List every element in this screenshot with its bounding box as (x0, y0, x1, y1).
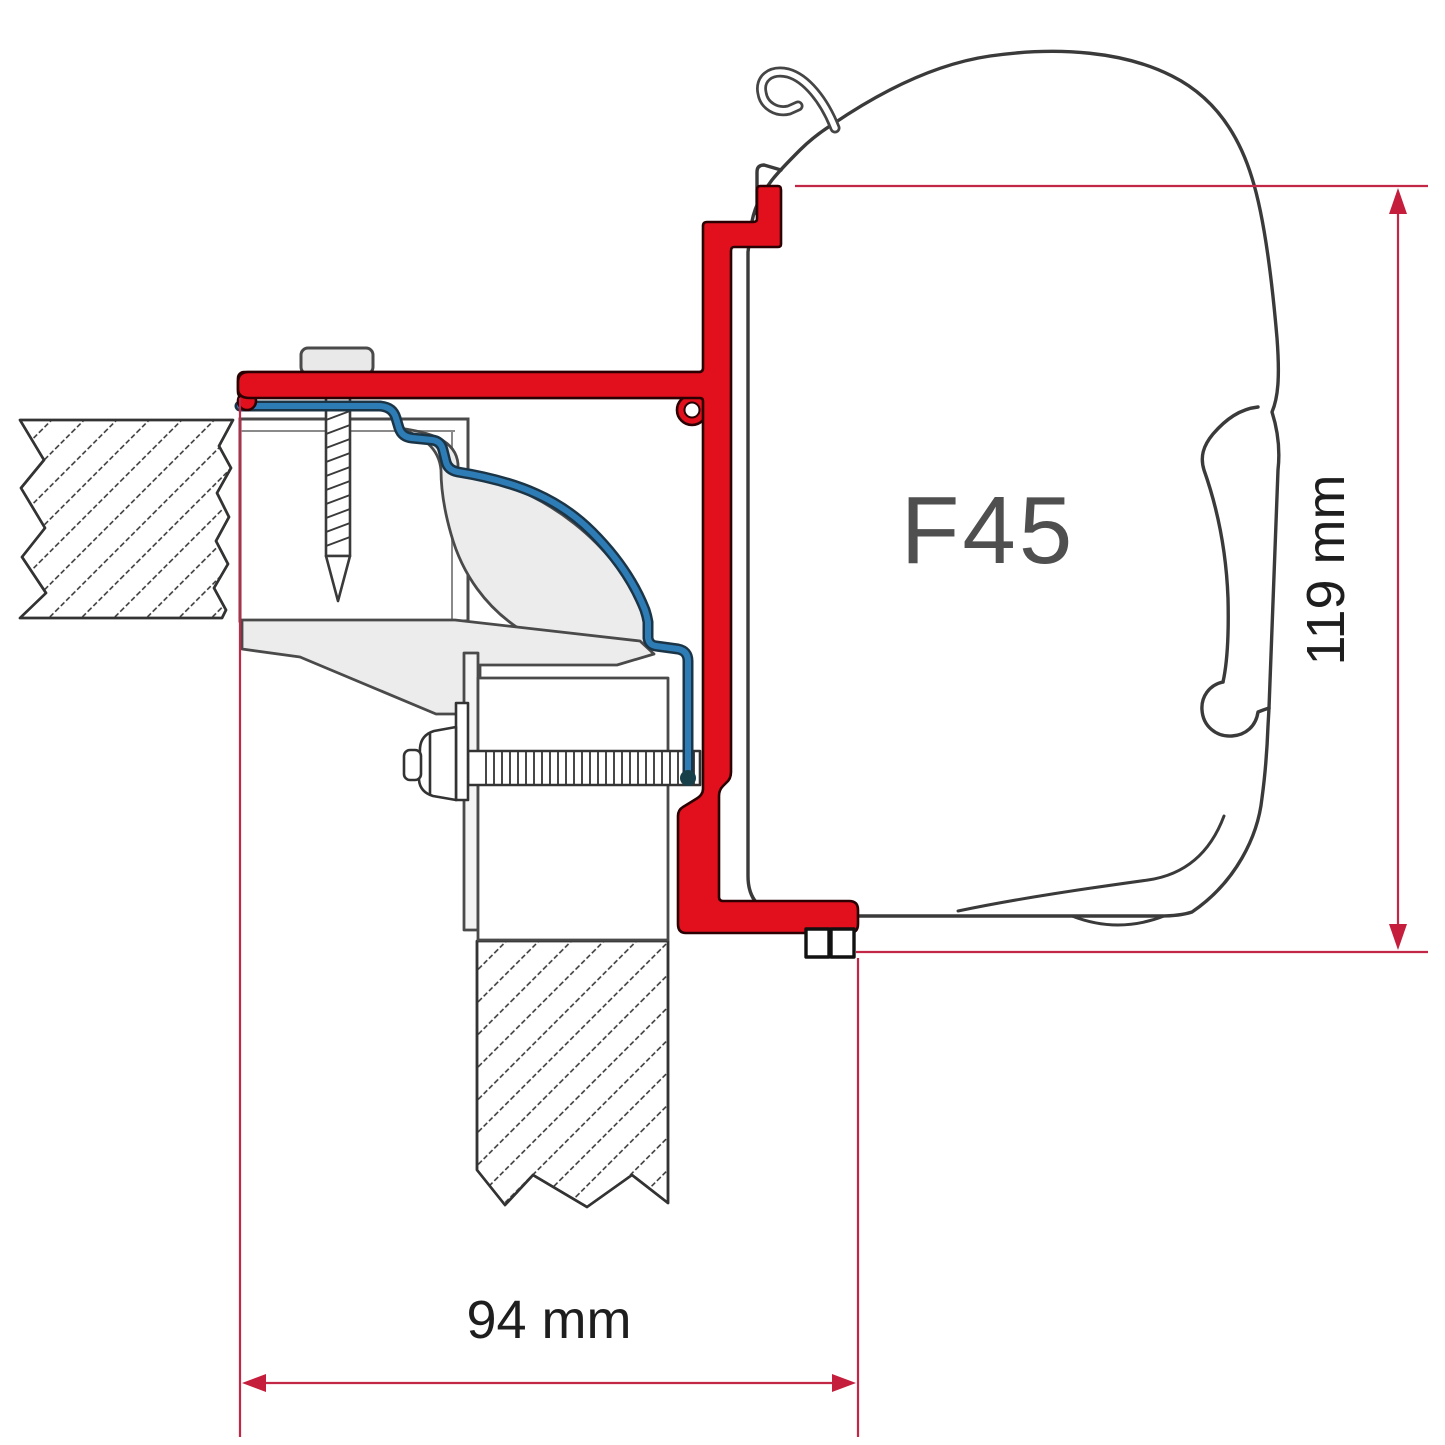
case-top-hook-icon (756, 66, 841, 134)
rain-seal (234, 400, 696, 786)
arrow-left-icon (242, 1374, 266, 1392)
width-dimension-label: 94 mm (466, 1290, 631, 1350)
case-inner-line (956, 814, 1226, 913)
case-front-groove (1200, 405, 1260, 684)
seal-core (237, 403, 691, 775)
adapter-channel-hole (683, 401, 701, 419)
arrow-up-icon (1389, 188, 1407, 214)
bolt-washer (454, 701, 470, 802)
product-label: F45 (901, 477, 1075, 584)
bolt-end (402, 748, 423, 782)
awning-case-outline (746, 49, 1281, 927)
bracket-arms (240, 618, 656, 716)
bolt-threads (485, 751, 695, 785)
dimension-119mm: 119 mm (795, 184, 1428, 954)
arrow-right-icon (832, 1374, 856, 1392)
screw-head (299, 346, 375, 376)
case-body (746, 49, 1281, 918)
case-notch (755, 163, 783, 216)
wall-lower-panel (475, 939, 670, 1209)
mounting-bolt (402, 701, 702, 802)
bolt-nut (417, 725, 458, 802)
case-bottom-arc (1070, 914, 1166, 927)
adapter-rail (236, 184, 860, 935)
adapter-profile (236, 184, 860, 935)
awning-bracket-casting (240, 426, 670, 942)
arrow-down-icon (1389, 924, 1407, 950)
screw-threads (325, 410, 351, 547)
case-groove-hook (1200, 680, 1271, 738)
wall-upper-panel (18, 418, 235, 620)
bracket-clamp-block (476, 676, 670, 942)
flange-bolt-head (804, 927, 856, 959)
screw-tip (324, 554, 352, 603)
dimension-94mm: 94 mm (238, 398, 860, 1437)
seal-end-cap (680, 770, 696, 786)
height-dimension-label: 119 mm (1296, 474, 1356, 665)
